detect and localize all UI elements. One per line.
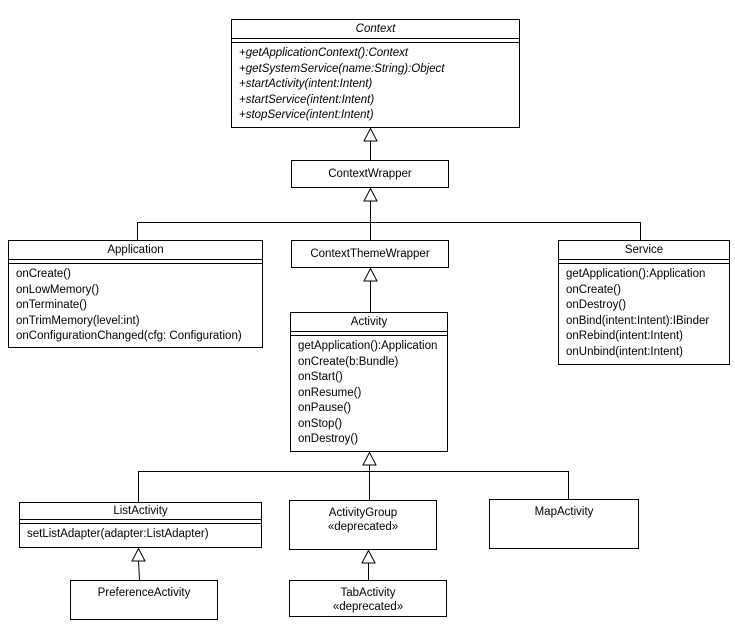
class-context-attributes-compartment [232,39,519,43]
class-service-methods: getApplication():Application onCreate() … [559,264,729,360]
method: onDestroy() [298,433,359,445]
class-context: Context +getApplicationContext():Context… [231,19,520,128]
method: onDestroy() [566,299,627,311]
method: onRebind(intent:Intent) [566,330,683,342]
class-service-attributes-compartment [559,260,729,264]
class-context-methods: +getApplicationContext():Context +getSys… [232,43,519,124]
class-activitygroup-title: ActivityGroup [328,507,398,519]
method: setListAdapter(adapter:ListAdapter) [27,528,209,540]
class-preferenceactivity-title: PreferenceActivity [97,587,191,599]
method: +stopService(intent:Intent) [239,109,374,121]
method: onLowMemory() [16,283,100,296]
class-mapactivity-title: MapActivity [534,506,594,518]
method: onCreate() [566,283,621,296]
class-service: Service getApplication():Application onC… [558,240,730,365]
class-service-title: Service [559,241,729,260]
method: onStop() [298,417,343,430]
method: onBind(intent:Intent):IBinder [566,314,710,327]
inheritance-arrow-contextwrapper-to-context [363,127,378,160]
class-activitygroup: ActivityGroup «deprecated» [289,500,437,550]
class-contextwrapper: ContextWrapper [291,160,449,188]
inheritance-arrow-tabactivity-to-activitygroup [361,549,376,580]
method: onResume() [298,386,362,399]
inheritance-arrow-preferenceactivity-to-listactivity [131,547,146,581]
method: +getSystemService(name:String):Object [239,62,445,75]
method: +startActivity(intent:Intent) [239,78,373,90]
inheritance-arrow-children-to-contextwrapper [137,187,641,240]
method: onTrimMemory(level:int) [16,314,140,327]
class-contextthemewrapper: ContextThemeWrapper [291,240,449,268]
class-listactivity-methods: setListAdapter(adapter:ListAdapter) [20,524,261,543]
method: onStart() [298,371,343,383]
class-application-title: Application [9,241,262,260]
class-activitygroup-stereotype: «deprecated» [327,521,399,533]
method: onCreate() [16,268,71,280]
class-tabactivity: TabActivity «deprecated» [289,580,447,617]
method: +startService(intent:Intent) [239,93,375,106]
method: onCreate(b:Bundle) [298,355,399,368]
class-activity: Activity getApplication():Application on… [290,312,448,452]
class-contextthemewrapper-title: ContextThemeWrapper [310,248,430,260]
class-preferenceactivity: PreferenceActivity [70,580,218,620]
class-activity-title: Activity [291,313,447,332]
class-application: Application onCreate() onLowMemory() onT… [8,240,263,348]
inheritance-arrow-children-to-activity [138,451,569,502]
method: getApplication():Application [298,340,438,352]
class-application-methods: onCreate() onLowMemory() onTerminate() o… [9,264,262,345]
method: onTerminate() [16,299,87,311]
inheritance-arrow-activity-to-contextthemewrapper [363,267,378,312]
method: onConfigurationChanged(cfg: Configuratio… [16,330,242,342]
method: +getApplicationContext():Context [239,47,409,59]
method: onUnbind(intent:Intent) [566,345,683,358]
class-tabactivity-stereotype: «deprecated» [332,601,404,613]
class-listactivity-title: ListActivity [20,503,261,520]
class-application-attributes-compartment [9,260,262,264]
class-activity-attributes-compartment [291,332,447,336]
class-contextwrapper-title: ContextWrapper [328,168,412,180]
method: getApplication():Application [566,268,706,280]
method: onPause() [298,402,352,414]
class-listactivity-attributes-compartment [20,520,261,524]
class-mapactivity: MapActivity [489,499,639,549]
class-listactivity: ListActivity setListAdapter(adapter:List… [19,502,262,548]
class-context-title: Context [232,20,519,39]
class-activity-methods: getApplication():Application onCreate(b:… [291,336,447,448]
class-tabactivity-title: TabActivity [340,587,396,599]
